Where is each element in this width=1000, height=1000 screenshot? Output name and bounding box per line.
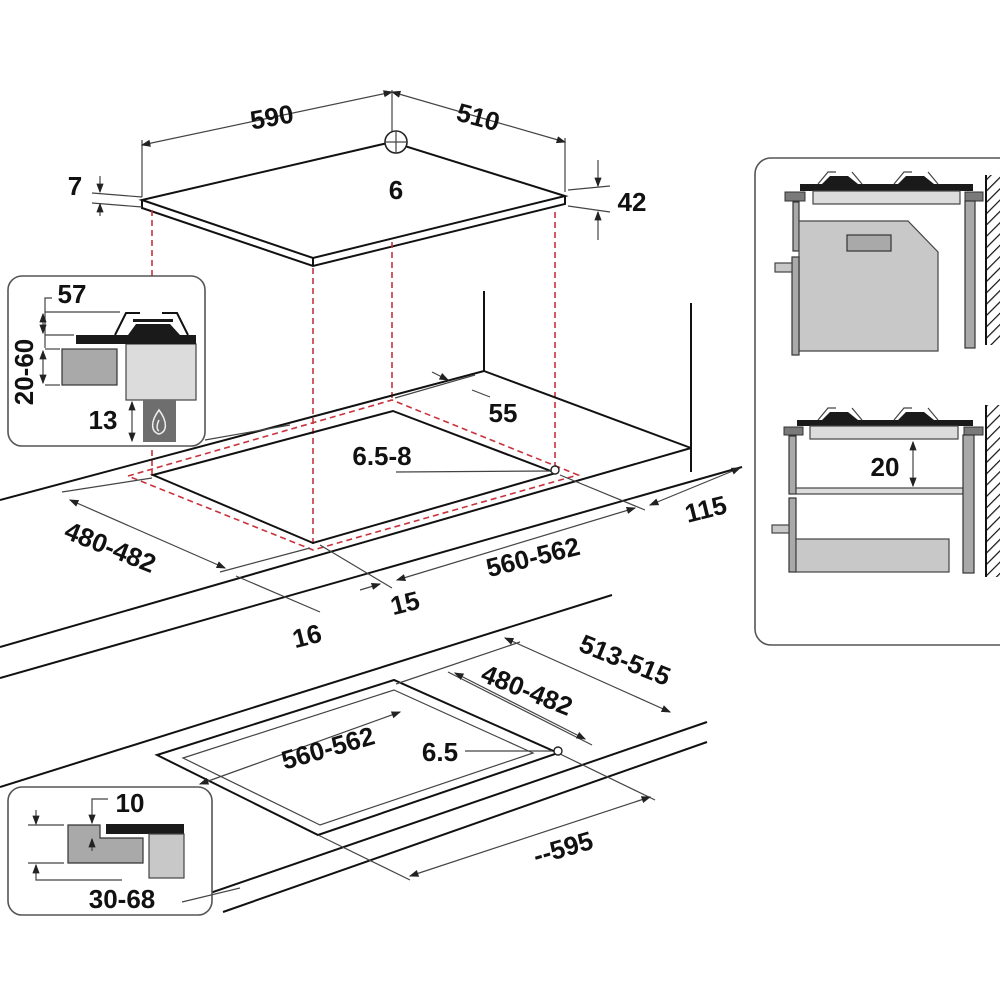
hob-outline bbox=[91, 90, 611, 268]
corner-radius-label: 6.5-8 bbox=[352, 441, 411, 471]
oven-gap-label: 20 bbox=[871, 452, 900, 482]
flush-outer-width-label: --595 bbox=[530, 825, 597, 871]
flush-outer-depth-label: 513-515 bbox=[575, 628, 675, 692]
hob-depth-label: 510 bbox=[453, 97, 503, 137]
burner-height-detail bbox=[7, 275, 206, 447]
hob-height-label: 42 bbox=[618, 187, 647, 217]
flush-inner-width-label: 560-562 bbox=[278, 720, 378, 775]
cutout-depth-label: 480-482 bbox=[61, 515, 161, 579]
worktop-cutout bbox=[0, 291, 743, 679]
burner-height-range-label: 20-60 bbox=[9, 339, 39, 406]
side-clearance-label: 115 bbox=[682, 489, 730, 528]
rebate-label: 10 bbox=[116, 788, 145, 818]
front-clearance-15-label: 15 bbox=[387, 585, 422, 621]
hob-width-label: 590 bbox=[248, 98, 296, 135]
installation-side-views bbox=[754, 157, 1000, 646]
worktop-flush-cutout bbox=[0, 594, 708, 913]
front-clearance-16-label: 16 bbox=[289, 618, 324, 654]
gas-flame-icon bbox=[151, 408, 167, 435]
gas-inlet-label: 6 bbox=[389, 175, 403, 205]
rear-clearance-label: 55 bbox=[489, 398, 518, 428]
burner-top-label: 57 bbox=[58, 279, 87, 309]
worktop-thickness-label: 30-68 bbox=[89, 884, 156, 914]
flush-corner-radius-label: 6.5 bbox=[422, 737, 458, 767]
gas-clearance-label: 13 bbox=[89, 405, 118, 435]
glass-thickness-label: 7 bbox=[68, 171, 82, 201]
flush-worktop-detail bbox=[7, 786, 213, 916]
